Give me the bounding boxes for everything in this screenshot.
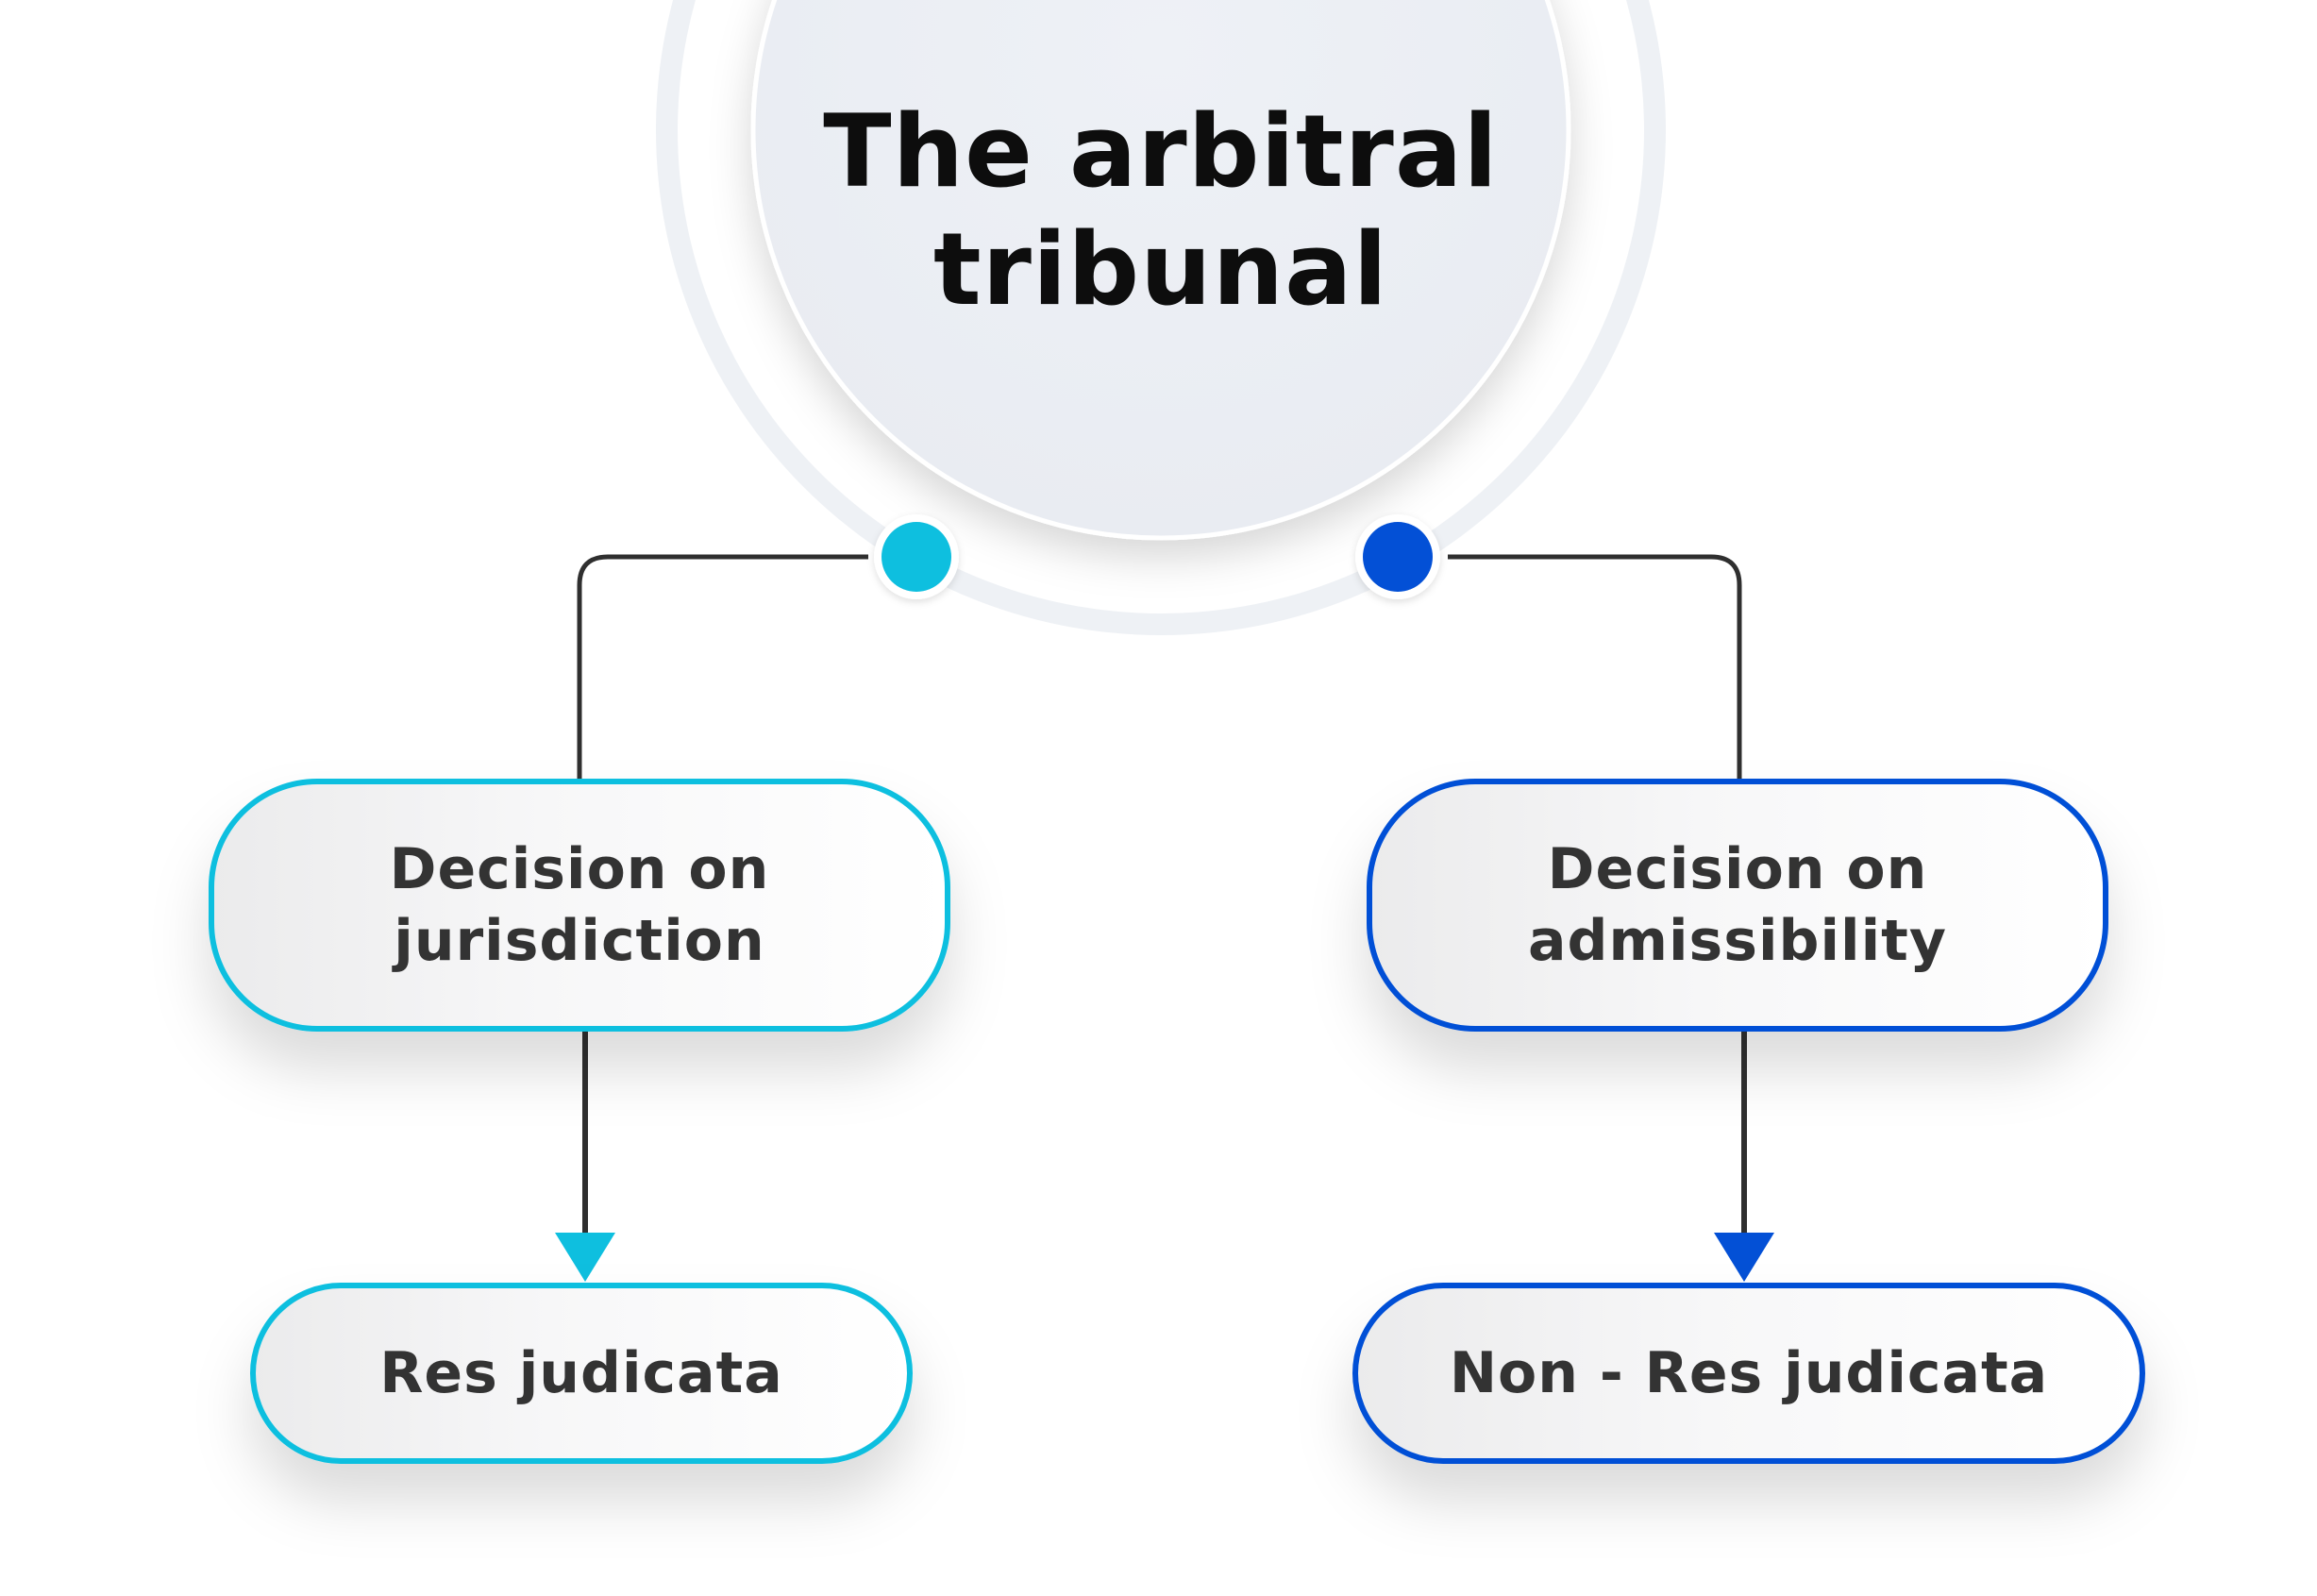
right-connector-dot: [1363, 522, 1433, 592]
decision-box-admissibility: [1367, 779, 2108, 1032]
right-arrowhead: [1714, 1233, 1774, 1282]
right-branch-connector: [1448, 554, 1742, 780]
outcome-box-non-res-judicata: [1352, 1283, 2145, 1464]
diagram-title: The arbitral tribunal: [823, 93, 1499, 328]
decision-label-jurisdiction: Decision on jurisdiction: [389, 836, 770, 974]
decision-label-admissibility: Decision on admissibility: [1528, 836, 1947, 974]
title-block: The arbitral tribunal: [760, 83, 1562, 338]
outcome-box-res-judicata: [250, 1283, 913, 1464]
left-connector-dot: [881, 522, 951, 592]
decision-box-jurisdiction: [209, 779, 950, 1032]
left-arrowhead: [555, 1233, 615, 1282]
outcome-label-res-judicata: Res judicata: [379, 1340, 783, 1406]
outcome-label-non-res-judicata: Non - Res judicata: [1449, 1340, 2049, 1406]
left-branch-connector: [577, 554, 868, 780]
title-circle: [750, 0, 1571, 541]
